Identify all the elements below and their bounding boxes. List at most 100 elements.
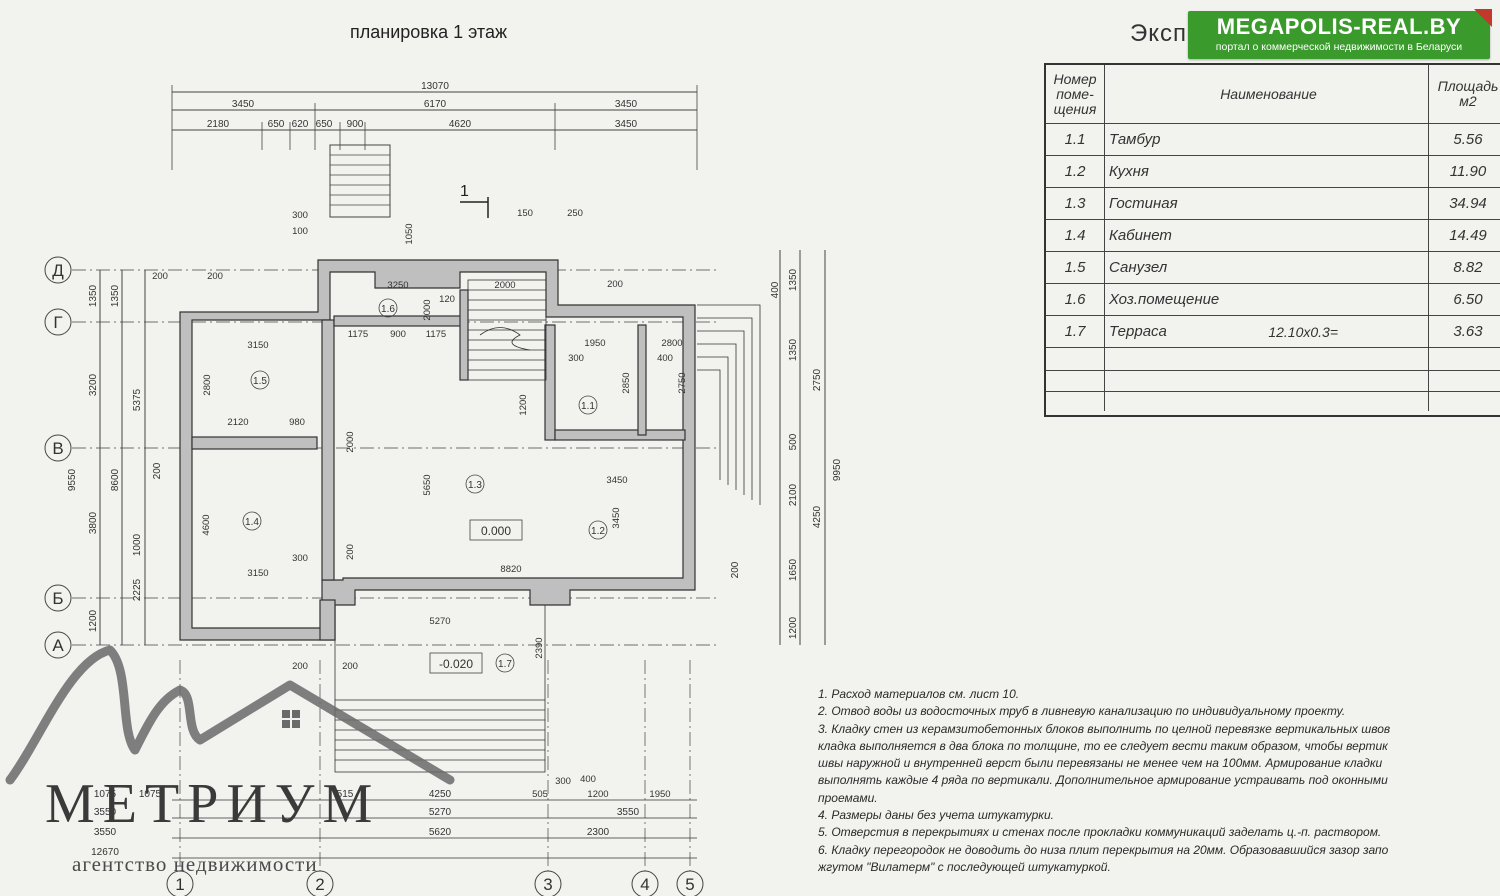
level-mark-ground: 0.000	[481, 524, 511, 538]
dim-interior: 5270	[429, 616, 450, 627]
dim-interior: 2000	[422, 299, 433, 320]
dim-interior: 980	[289, 417, 305, 428]
megapolis-badge[interactable]: MEGAPOLIS-REAL.BY портал о коммерческой …	[1188, 9, 1492, 59]
table-row-empty	[1046, 392, 1500, 411]
note-line: 5. Отверстия в перекрытиях и стенах посл…	[818, 825, 1382, 840]
dim-interior: 505	[532, 789, 548, 800]
note-line: жгутом "Вилатерм" с последующей штукатур…	[818, 859, 1111, 874]
dim-left: 3200	[88, 373, 99, 396]
dim-left: 9550	[67, 468, 78, 491]
row-name-cell: Терраса 12.10x0.3=	[1105, 316, 1429, 347]
note-line: проемами.	[818, 790, 878, 805]
dim-top: 650	[316, 119, 333, 130]
dim-interior: 200	[207, 271, 223, 282]
dim-top: 3450	[615, 99, 638, 110]
dim-interior: 1175	[348, 329, 368, 340]
dim-right: 500	[788, 433, 799, 450]
row-name: Гостиная	[1105, 188, 1429, 219]
room-tag-1-4: 1.4	[245, 517, 259, 528]
dim-interior: 3150	[247, 340, 268, 351]
row-number: 1.3	[1046, 188, 1105, 219]
header-name: Наименование	[1105, 65, 1429, 123]
dim-top-total: 13070	[421, 81, 449, 92]
dim-left: 5375	[132, 388, 143, 411]
row-area: 14.49	[1449, 227, 1487, 244]
header-area: Площадь м2	[1437, 78, 1499, 109]
row-name: Кухня	[1105, 156, 1429, 187]
row-area-formula: 12.10x0.3=	[1268, 323, 1338, 340]
note-line: 3. Кладку стен из керамзитобетонных блок…	[818, 721, 1391, 736]
table-row: 1.1 Тамбур 5.56	[1046, 124, 1500, 156]
table-row: 1.7 Терраса 12.10x0.3= 3.63	[1046, 316, 1500, 348]
logo-name: МЕТРИУМ	[45, 773, 381, 835]
axis-label-G: Г	[53, 313, 62, 332]
dim-right: 1350	[788, 268, 799, 291]
dim-interior: 3450	[611, 507, 622, 528]
dim-top: 3450	[615, 119, 638, 130]
dim-right: 2750	[812, 368, 823, 391]
row-number: 1.2	[1046, 156, 1105, 187]
note-line: 2. Отвод воды из водосточных труб в ливн…	[818, 704, 1346, 719]
room-tag-1-7: 1.7	[498, 659, 512, 670]
row-name: Тамбур	[1105, 124, 1429, 155]
dim-interior: 2750	[677, 372, 688, 393]
section-mark: 1	[460, 183, 469, 200]
row-number: 1.1	[1046, 124, 1105, 155]
dim-interior: 2000	[494, 280, 515, 291]
row-name: Терраса	[1109, 323, 1167, 340]
dim-interior: 300	[555, 776, 571, 787]
axis-label-5: 5	[685, 875, 694, 894]
note-line: 6. Кладку перегородок не доводить до низ…	[818, 842, 1389, 857]
dim-bottom: 1075	[139, 789, 162, 800]
badge-subtitle: портал о коммерческой недвижимости в Бел…	[1215, 41, 1463, 53]
room-tag-1-1: 1.1	[581, 401, 595, 412]
table-header-row: Номер поме- щения Наименование Площадь м…	[1046, 65, 1500, 124]
row-area: 34.94	[1449, 195, 1487, 212]
dim-interior: 2800	[202, 374, 213, 395]
table-row: 1.5 Санузел 8.82	[1046, 252, 1500, 284]
dim-bottom: 3550	[94, 807, 117, 818]
axis-label-2: 2	[315, 875, 324, 894]
dim-interior: 900	[390, 329, 406, 340]
dim-right: 2100	[788, 483, 799, 506]
sheet-heading: Эксп	[1130, 20, 1188, 47]
row-area: 3.63	[1453, 323, 1483, 340]
row-area: 5.56	[1453, 131, 1483, 148]
dim-top: 6170	[424, 99, 447, 110]
dim-interior: 200	[607, 279, 623, 290]
axis-label-V: В	[52, 439, 63, 458]
dim-left: 2225	[132, 578, 143, 601]
dim-interior: 200	[342, 661, 358, 672]
dim-top: 3450	[232, 99, 255, 110]
dim-interior: 4600	[201, 514, 212, 535]
dim-top: 900	[347, 119, 364, 130]
level-mark-terrace: -0.020	[439, 657, 473, 671]
dim-interior: 400	[580, 774, 596, 785]
note-line: 4. Размеры даны без учета штукатурки.	[818, 808, 1054, 823]
dim-interior: 1950	[584, 338, 605, 349]
table-row-empty	[1046, 348, 1500, 371]
dim-interior: 1200	[518, 394, 529, 415]
dim-interior: 3250	[387, 280, 408, 291]
dim-interior: 8820	[500, 564, 521, 575]
room-tag-1-6: 1.6	[381, 304, 395, 315]
dim-bottom: 1075	[94, 789, 117, 800]
dim-right: 1350	[788, 338, 799, 361]
dim-left: 200	[152, 462, 163, 479]
note-line: швы наружной и внутренней верст были пер…	[818, 756, 1383, 771]
dim-bottom: 2300	[587, 827, 610, 838]
dim-interior: 100	[292, 226, 308, 237]
dim-left: 8600	[110, 468, 121, 491]
dim-bottom: 4250	[429, 789, 452, 800]
dim-bottom: 12670	[91, 847, 119, 858]
row-area: 8.82	[1453, 259, 1483, 276]
dim-interior: 300	[292, 553, 308, 564]
row-name: Кабинет	[1105, 220, 1429, 251]
dim-interior: 1950	[649, 789, 670, 800]
dim-top: 620	[292, 119, 309, 130]
dim-right: 200	[730, 561, 741, 578]
dim-interior: 400	[657, 353, 673, 364]
room-schedule-table: Номер поме- щения Наименование Площадь м…	[1044, 63, 1500, 417]
dim-interior: 120	[439, 294, 455, 305]
